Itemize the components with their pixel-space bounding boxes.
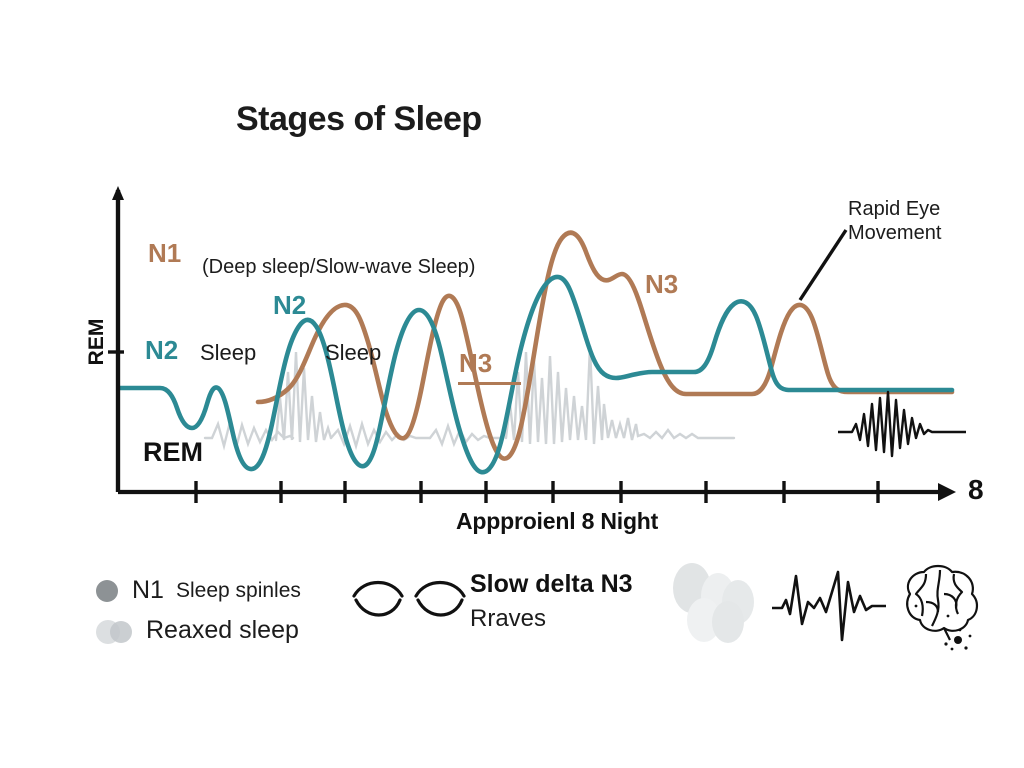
legend-label-waves: Rraves — [470, 605, 547, 632]
gray-dot-icon — [96, 579, 118, 602]
curve-n3-brown — [255, 230, 955, 461]
annotation-line-2: Movement — [848, 222, 942, 244]
light-dots-icon — [96, 618, 136, 644]
annotation-leader-line — [798, 229, 848, 301]
legend-label-n1: N1 — [132, 576, 164, 604]
x-axis-arrowhead — [938, 483, 956, 501]
stage-label-n3-right: N3 — [645, 269, 679, 299]
annotation-rapid-eye-movement: Rapid Eye Movement — [848, 197, 941, 245]
legend-label-sleep-spindles: Sleep spinles — [175, 578, 301, 602]
sleep-label-2: Sleep — [325, 340, 382, 365]
deep-sleep-note: (Deep sleep/Slow-wave Sleep) — [202, 256, 476, 278]
legend-label-relaxed-sleep: Reaxed sleep — [146, 616, 299, 644]
eeg-wave-icon — [772, 570, 886, 642]
brain-icon — [906, 564, 978, 651]
sleep-blobs-icon — [673, 563, 754, 643]
stage-label-n1: N1 — [148, 238, 182, 268]
sleep-label-1: Sleep — [200, 340, 257, 365]
eeg-burst-inchart — [838, 390, 966, 458]
x-axis-label: Appproienl 8 Night — [456, 508, 659, 534]
legend-item-relaxed-sleep: Reaxed sleep — [96, 616, 299, 645]
stage-label-n2-upper: N2 — [273, 290, 307, 320]
n3-underline — [458, 382, 521, 385]
legend-item-n1: N1 Sleep spinles — [96, 576, 301, 605]
eyes-icon — [352, 581, 466, 617]
y-axis-arrowhead — [112, 186, 124, 200]
stage-label-n2-lower: N2 — [145, 335, 179, 365]
x-axis-end-value: 8 — [968, 474, 984, 505]
stage-label-rem: REM — [143, 437, 203, 467]
chart-title: Stages of Sleep — [236, 100, 482, 138]
x-axis-ticks — [194, 481, 880, 503]
y-axis-label: REM — [85, 318, 108, 366]
stage-label-n3-mid: N3 — [459, 348, 493, 378]
legend: N1 Sleep spinles Reaxed sleep — [96, 566, 956, 666]
legend-label-slow-delta: Slow delta N3 — [470, 570, 633, 598]
curve-n2-teal — [117, 274, 955, 475]
annotation-line-1: Rapid Eye — [848, 198, 941, 220]
